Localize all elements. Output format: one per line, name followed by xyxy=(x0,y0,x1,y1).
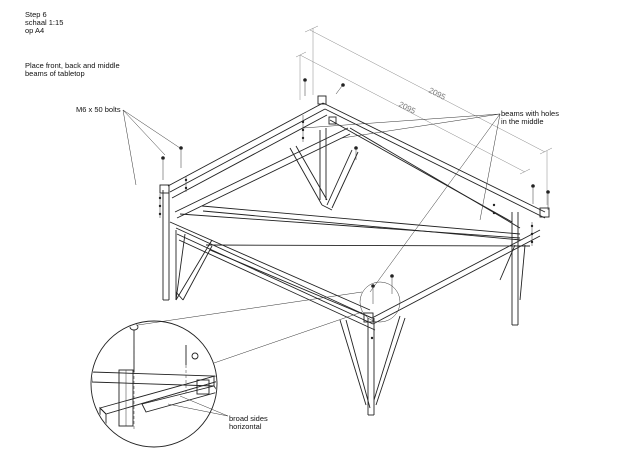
front-leg xyxy=(339,315,406,416)
back-leg xyxy=(289,128,359,211)
back-beam xyxy=(167,102,328,199)
bolt-group-top xyxy=(301,78,358,160)
bolt-group-right xyxy=(492,184,550,246)
detail-view xyxy=(90,320,229,448)
beam-ends xyxy=(159,95,550,323)
dimension-inner: 2095 xyxy=(295,51,531,175)
instruction-line-1: Place front, back and middle xyxy=(25,61,120,70)
paper-label: op A4 xyxy=(25,26,45,35)
dimension-outer: 2095 xyxy=(304,25,553,205)
middle-beam xyxy=(174,127,351,219)
dimension-inner-label: 2095 xyxy=(397,100,417,116)
detail-marker-circle xyxy=(359,281,401,323)
front-beam xyxy=(175,227,376,331)
long-rails xyxy=(179,127,531,319)
detail-leader-top xyxy=(137,291,363,326)
scale-label: schaal 1:15 xyxy=(25,18,64,27)
holes-callout-line-1: beams with holes xyxy=(501,109,559,118)
broad-sides-callout-line-1: broad sides xyxy=(229,414,268,423)
instruction-line-2: beams of tabletop xyxy=(25,69,85,78)
detail-leader-bottom xyxy=(213,311,363,364)
holes-leaders xyxy=(302,113,501,293)
bolts-leaders xyxy=(122,109,181,186)
bolts-callout: M6 x 50 bolts xyxy=(76,105,121,114)
broad-sides-callout-line-2: horizontal xyxy=(229,422,262,431)
step-title: Step 6 xyxy=(25,10,47,19)
right-side-beams xyxy=(169,102,546,325)
bolt-group-left xyxy=(158,146,188,218)
right-leg xyxy=(499,212,526,326)
holes-callout-line-2: in the middle xyxy=(501,117,544,126)
left-leg xyxy=(162,190,213,301)
